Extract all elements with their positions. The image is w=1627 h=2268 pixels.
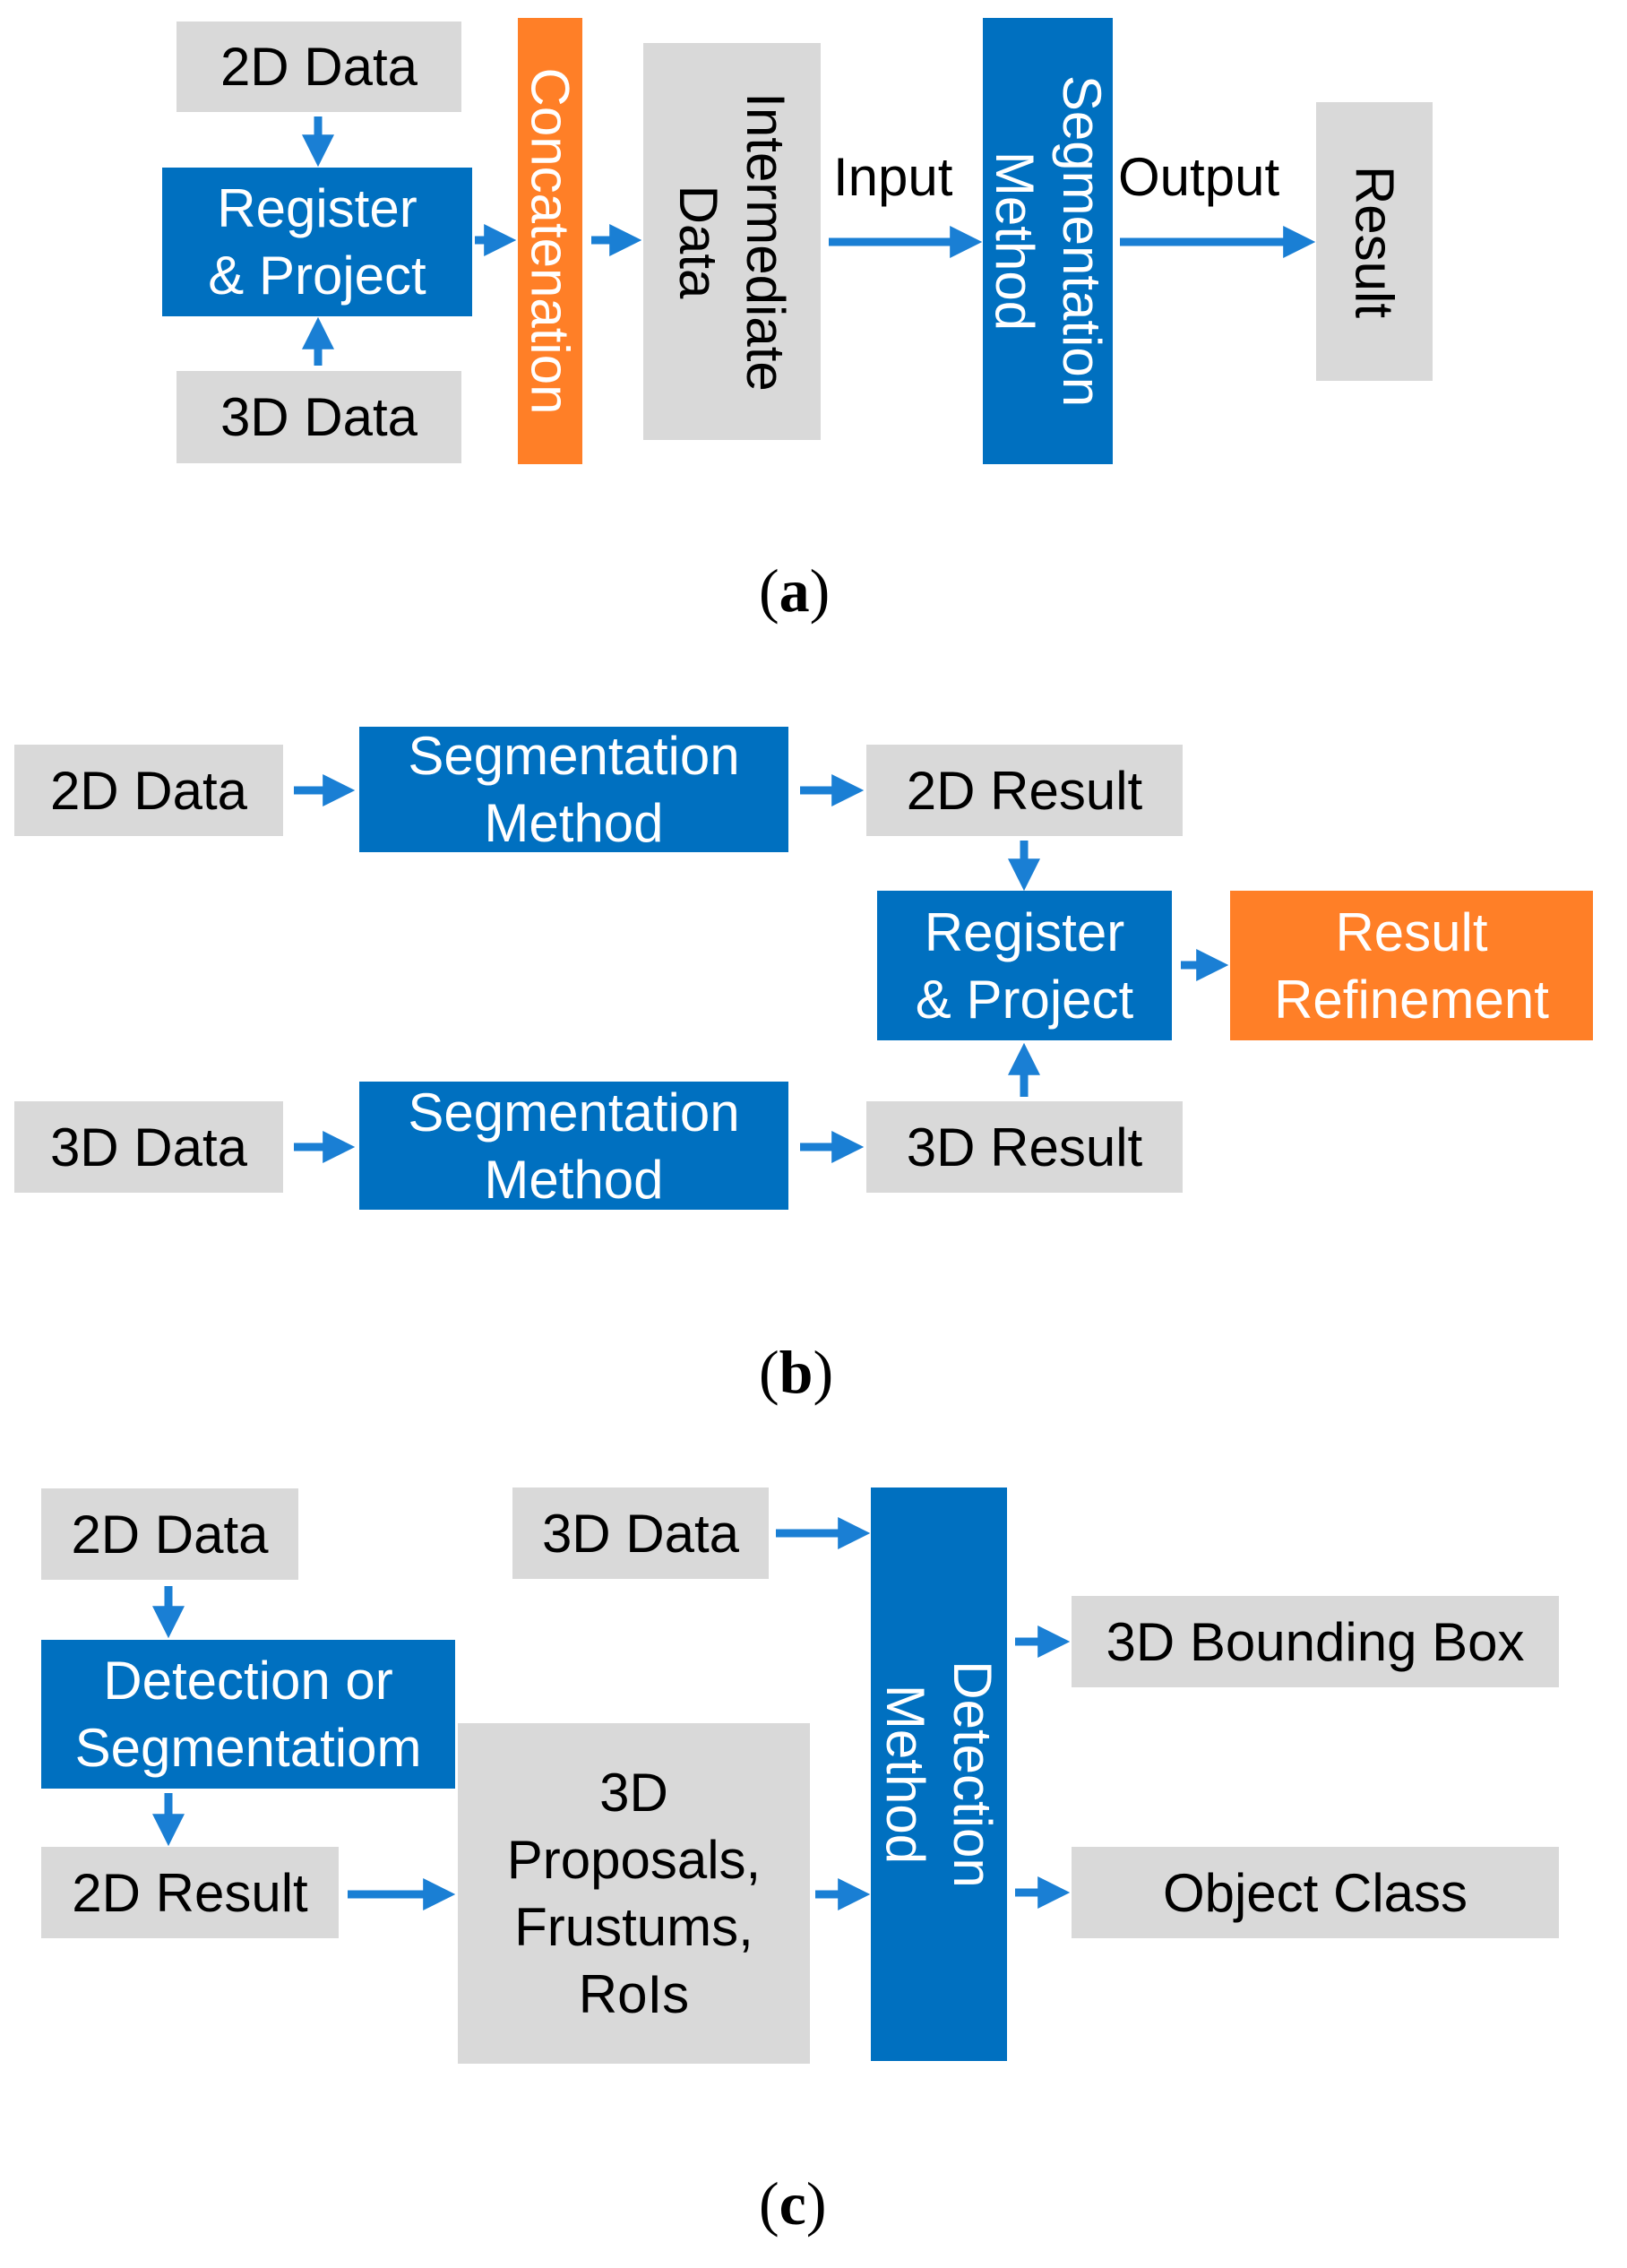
b-2d-data-label: 2D Data — [49, 760, 248, 821]
b-3d-data-box: 3D Data — [14, 1101, 283, 1193]
c-proposals-box: 3D Proposals, Frustums, RoIs — [458, 1723, 810, 2064]
c-2d-result-label: 2D Result — [72, 1862, 308, 1923]
a-register-project-box: Register & Project — [162, 168, 472, 316]
b-segmentation-method-bottom-box: Segmentation Method — [359, 1082, 788, 1210]
b-segmentation-method-top-box: Segmentation Method — [359, 726, 788, 853]
c-object-class-label: Object Class — [1162, 1862, 1468, 1923]
c-detection-segmentation-box: Detection or Segmentatiom — [41, 1640, 455, 1789]
c-object-class-box: Object Class — [1072, 1847, 1559, 1938]
a-output-label: Output — [1118, 147, 1280, 207]
c-bounding-box-label: 3D Bounding Box — [1106, 1611, 1525, 1672]
a-3d-data-label: 3D Data — [220, 387, 418, 447]
b-register-project-box: Register & Project — [877, 891, 1172, 1040]
a-3d-data-box: 3D Data — [176, 371, 461, 463]
c-2d-data-box: 2D Data — [41, 1488, 298, 1580]
a-result-box: Result — [1316, 102, 1433, 381]
a-2d-data-box: 2D Data — [176, 22, 461, 112]
b-register-project-label: Register & Project — [915, 901, 1134, 1030]
b-3d-data-label: 3D Data — [49, 1117, 248, 1177]
b-2d-result-label: 2D Result — [906, 760, 1143, 821]
c-3d-data-label: 3D Data — [541, 1503, 740, 1564]
b-result-refinement-box: Result Refinement — [1230, 891, 1593, 1040]
c-bounding-box-box: 3D Bounding Box — [1072, 1596, 1559, 1687]
a-caption-letter: a — [779, 556, 810, 625]
b-3d-result-box: 3D Result — [866, 1101, 1183, 1193]
a-register-project-label: Register & Project — [208, 178, 426, 306]
c-caption-letter: c — [779, 2169, 806, 2238]
a-concatenation-box: Concatenation — [518, 18, 582, 464]
c-3d-data-box: 3D Data — [512, 1488, 769, 1579]
b-2d-data-box: 2D Data — [14, 745, 283, 836]
c-caption: (c) — [759, 2169, 827, 2238]
c-detection-method-box: Detection Method — [871, 1488, 1007, 2061]
b-3d-result-label: 3D Result — [906, 1117, 1143, 1177]
a-caption: (a) — [759, 556, 831, 625]
a-intermediate-data-box: Intermediate Data — [643, 43, 821, 440]
a-input-label: Input — [833, 147, 953, 207]
c-2d-result-box: 2D Result — [41, 1847, 339, 1938]
b-caption: (b) — [759, 1338, 834, 1406]
b-caption-letter: b — [779, 1338, 814, 1406]
a-2d-data-label: 2D Data — [220, 37, 418, 97]
c-proposals-label: 3D Proposals, Frustums, RoIs — [506, 1763, 762, 2024]
a-segmentation-method-box: Segmentation Method — [983, 18, 1113, 464]
c-2d-data-label: 2D Data — [71, 1504, 269, 1565]
b-2d-result-box: 2D Result — [866, 745, 1183, 836]
b-segmentation-method-bottom-label: Segmentation Method — [408, 1082, 740, 1210]
b-segmentation-method-top-label: Segmentation Method — [408, 726, 740, 853]
b-result-refinement-label: Result Refinement — [1274, 901, 1549, 1030]
c-detection-segmentation-label: Detection or Segmentatiom — [74, 1651, 422, 1778]
